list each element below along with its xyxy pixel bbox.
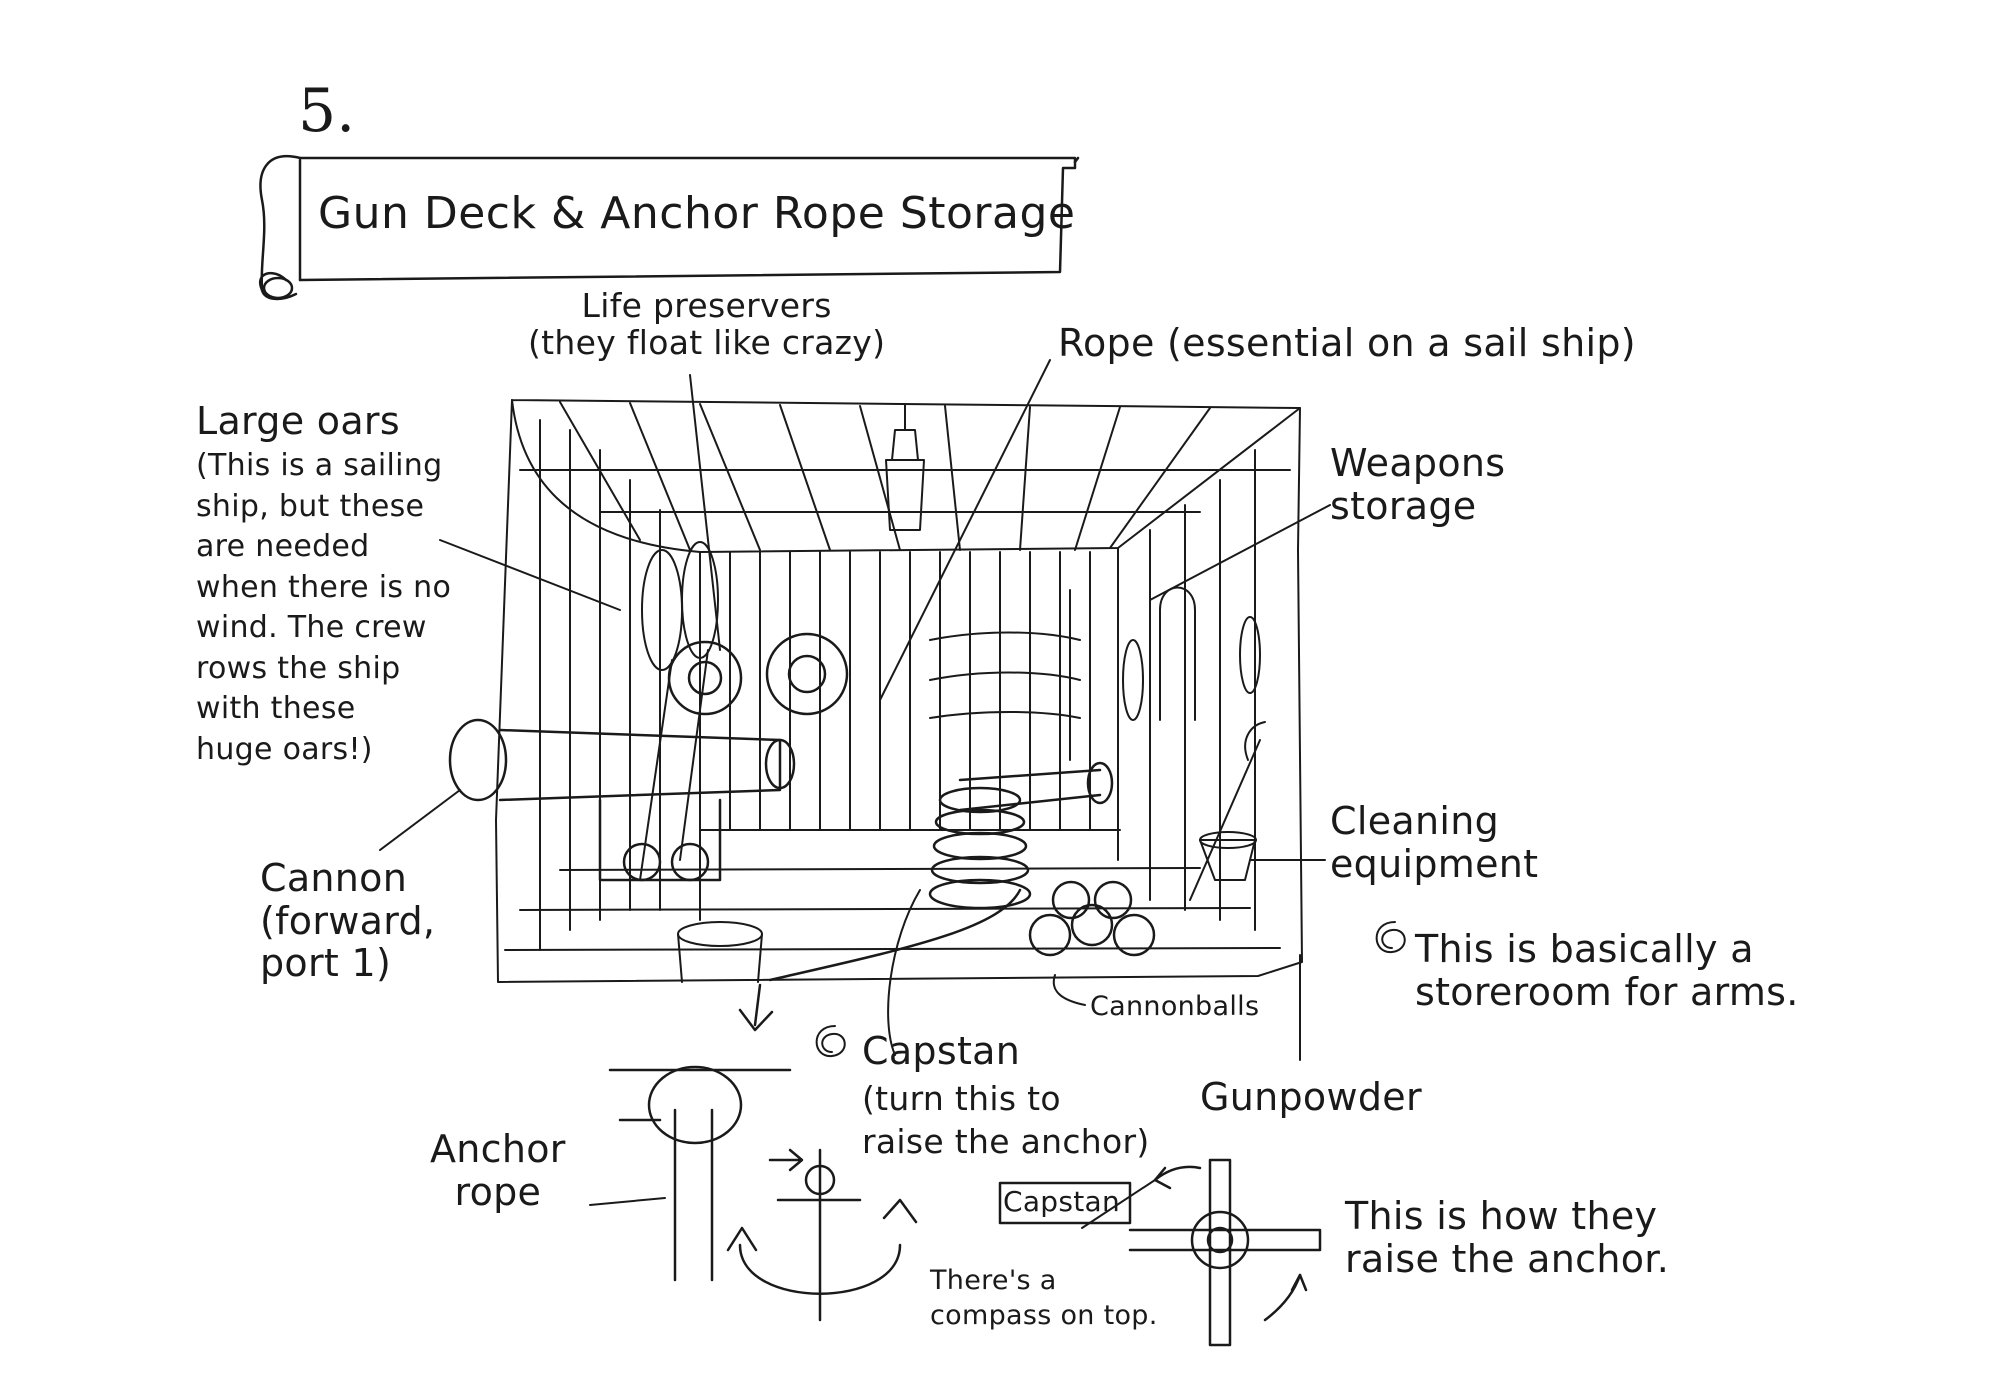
label-storeroom-note: This is basically a storeroom for arms. [1415, 927, 1799, 1014]
page-number: 5. [298, 76, 356, 146]
swirl-bullet-icon [815, 921, 1406, 1058]
label-capstan: Capstan [862, 1029, 1021, 1073]
label-life-preservers: Life preservers (they float like crazy) [528, 286, 886, 362]
label-rope: Rope (essential on a sail ship) [1058, 321, 1636, 365]
label-capstan-tag: Capstan [1003, 1185, 1121, 1218]
life-preserver-icon [667, 632, 849, 716]
capstan-icon [998, 1158, 1322, 1347]
label-anchor-rope: Anchor rope [430, 1127, 566, 1214]
gun-deck-room-icon [495, 399, 1303, 983]
label-cannon: Cannon (forward, port 1) [260, 856, 436, 986]
page-title: Gun Deck & Anchor Rope Storage [318, 188, 1076, 239]
down-arrow-icon [738, 983, 774, 1032]
leader-lines [379, 359, 1331, 1229]
cannonballs-icon [1028, 880, 1156, 957]
label-cleaning-equipment: Cleaning equipment [1330, 799, 1539, 886]
label-compass-note: There's a compass on top. [930, 1265, 1158, 1332]
label-large-oars: Large oars [196, 399, 400, 443]
label-gunpowder: Gunpowder [1200, 1075, 1422, 1119]
scroll-banner-icon [258, 155, 1080, 301]
label-weapons-storage: Weapons storage [1330, 441, 1506, 528]
cleaning-equipment-icon [1189, 721, 1266, 901]
cannon-icon [448, 718, 1114, 882]
weapons-rack-icon [929, 589, 1091, 761]
anchor-icon [608, 1065, 918, 1322]
barrel-icon [677, 921, 763, 983]
rope-coil-icon [768, 786, 1032, 982]
label-capstan-note: (turn this to raise the anchor) [862, 1079, 1150, 1161]
label-cannonballs: Cannonballs [1090, 991, 1260, 1022]
label-large-oars-note: (This is a sailing ship, but these are n… [196, 448, 452, 767]
label-raise-anchor-note: This is how they raise the anchor. [1345, 1194, 1670, 1281]
